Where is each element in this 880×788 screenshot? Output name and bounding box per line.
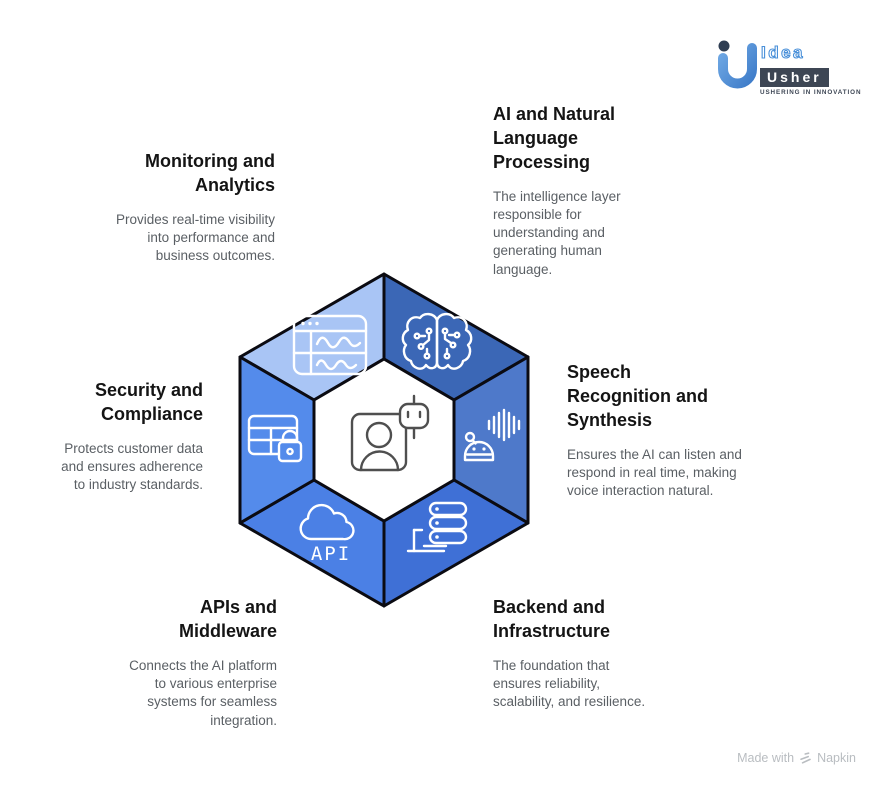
hexagon-segments — [238, 272, 530, 608]
section-ai-nlp-title: AI and Natural Language Processing — [493, 104, 616, 172]
api-cloud-icon: API — [299, 503, 355, 565]
hexagon-center — [312, 357, 456, 523]
section-apis: APIs and Middleware Connects the AI plat… — [122, 596, 277, 730]
voice-robot-icon — [463, 408, 521, 462]
browser-analytics-icon — [292, 314, 368, 376]
logo-tagline: USHERING IN INNOVATION — [760, 89, 862, 96]
section-speech: Speech Recognition and Synthesis Ensures… — [567, 361, 743, 500]
napkin-brand-label: Napkin — [817, 751, 856, 765]
person-robot-icon — [350, 394, 430, 472]
section-apis-desc: Connects the AI platform to various ente… — [129, 657, 277, 728]
section-apis-title: APIs and Middleware — [178, 597, 277, 641]
table-lock-icon — [247, 414, 303, 463]
section-monitoring-desc: Provides real-time visibility into perfo… — [115, 211, 275, 264]
logo-idea-text: Idea — [760, 42, 805, 62]
section-ai-nlp-desc: The intelligence layer responsible for u… — [493, 188, 621, 277]
section-security: Security and Compliance Protects custome… — [53, 379, 203, 495]
logo-usher-text: Usher — [760, 68, 829, 87]
server-stack-icon — [406, 501, 468, 553]
section-backend-title: Backend and Infrastructure — [493, 597, 611, 641]
section-monitoring-title: Monitoring and Analytics — [145, 151, 275, 195]
ideausher-logo: Idea Usher USHERING IN INNOVATION — [712, 36, 862, 96]
made-with-napkin: Made with Napkin — [737, 751, 856, 765]
section-security-desc: Protects customer data and ensures adher… — [61, 440, 203, 493]
section-monitoring: Monitoring and Analytics Provides real-t… — [105, 150, 275, 266]
section-speech-title: Speech Recognition and Synthesis — [567, 362, 708, 430]
brain-circuit-icon — [401, 312, 473, 370]
svg-text:API: API — [311, 543, 351, 565]
section-backend-desc: The foundation that ensures reliability,… — [493, 657, 646, 710]
made-with-label: Made with — [737, 751, 795, 765]
section-security-title: Security and Compliance — [94, 380, 203, 424]
svg-text:Idea: Idea — [761, 43, 805, 62]
napkin-icon — [800, 751, 811, 764]
section-ai-nlp: AI and Natural Language Processing The i… — [493, 103, 645, 279]
section-speech-desc: Ensures the AI can listen and respond in… — [567, 446, 742, 499]
ideausher-logo-mark — [718, 40, 757, 89]
section-backend: Backend and Infrastructure The foundatio… — [493, 596, 655, 712]
